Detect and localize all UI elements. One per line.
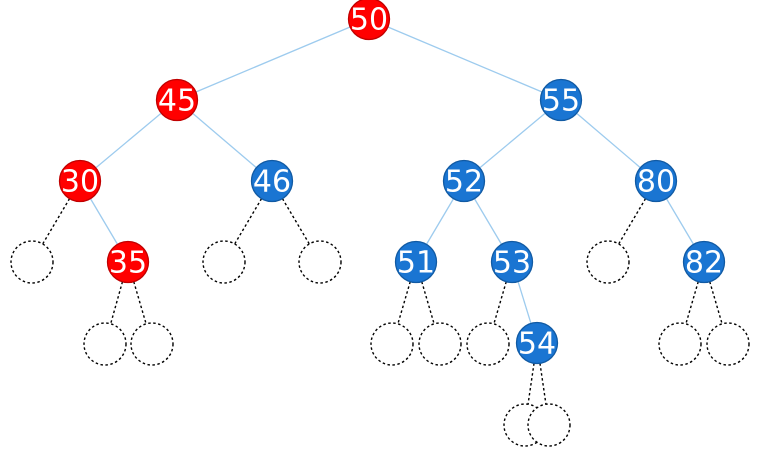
tree-node-55: 55 [539, 78, 583, 122]
node-circle-50 [347, 0, 391, 41]
null-leaf-46-left [202, 240, 246, 284]
node-circle-35 [106, 240, 150, 284]
tree-node-30: 30 [58, 159, 102, 203]
null-edge-54-right [539, 363, 547, 405]
edges-layer [89, 26, 695, 324]
node-circle-54 [515, 321, 559, 365]
node-circle-55 [539, 78, 583, 122]
edge-52-51 [425, 198, 455, 245]
null-edge-30-left [42, 198, 71, 245]
null-edge-51-left [397, 281, 411, 325]
null-edge-80-left [618, 198, 647, 245]
node-label-45: 45 [158, 84, 196, 119]
nodes-layer: 50 45 55 30 46 52 80 35 51 53 82 54 [58, 0, 726, 365]
null-edge-82-left [685, 281, 699, 325]
tree-node-50: 50 [347, 0, 391, 41]
null-leaf-54-right [527, 403, 571, 447]
null-edge-51-right [421, 281, 435, 325]
node-circle-80 [634, 159, 678, 203]
null-leaf-82-right [706, 322, 750, 366]
null-leaf-53-left [466, 322, 510, 366]
node-label-35: 35 [109, 246, 147, 281]
null-leaves-layer [10, 240, 750, 447]
null-edge-46-right [281, 198, 310, 245]
edge-53-54 [517, 281, 532, 324]
node-circle-30 [58, 159, 102, 203]
null-leaf-51-left [370, 322, 414, 366]
node-label-82: 82 [685, 246, 723, 281]
tree-node-51: 51 [394, 240, 438, 284]
node-circle-46 [250, 159, 294, 203]
null-leaf-46-right [298, 240, 342, 284]
null-leaf-82-left [658, 322, 702, 366]
null-edge-46-left [234, 198, 263, 245]
tree-node-54: 54 [515, 321, 559, 365]
tree-node-35: 35 [106, 240, 150, 284]
null-leaf-80-left [586, 240, 630, 284]
null-edge-53-left [493, 281, 507, 325]
edge-52-53 [473, 198, 503, 245]
node-label-80: 80 [637, 165, 675, 200]
tree-node-46: 46 [250, 159, 294, 203]
null-leaf-35-right [130, 322, 174, 366]
null-edge-82-right [709, 281, 723, 325]
node-circle-53 [490, 240, 534, 284]
tree-node-45: 45 [155, 78, 199, 122]
null-edge-54-left [527, 363, 535, 405]
edge-55-52 [479, 112, 546, 169]
null-leaf-30-left [10, 240, 54, 284]
node-label-50: 50 [350, 3, 388, 38]
node-label-51: 51 [397, 246, 435, 281]
tree-node-52: 52 [442, 159, 486, 203]
node-circle-45 [155, 78, 199, 122]
edge-80-82 [665, 198, 695, 245]
edge-30-35 [89, 198, 119, 245]
null-leaf-35-left [83, 322, 127, 366]
node-circle-51 [394, 240, 438, 284]
edge-50-55 [387, 26, 543, 93]
node-label-46: 46 [253, 165, 291, 200]
node-circle-82 [682, 240, 726, 284]
node-label-55: 55 [542, 84, 580, 119]
node-circle-52 [442, 159, 486, 203]
null-leaf-51-right [418, 322, 462, 366]
tree-node-53: 53 [490, 240, 534, 284]
node-label-54: 54 [518, 327, 556, 362]
node-label-52: 52 [445, 165, 483, 200]
edge-45-46 [192, 112, 257, 169]
tree-node-82: 82 [682, 240, 726, 284]
null-edges-layer [42, 198, 723, 405]
edge-50-45 [195, 26, 351, 93]
edge-55-80 [576, 112, 641, 169]
node-label-53: 53 [493, 246, 531, 281]
tree-node-80: 80 [634, 159, 678, 203]
null-edge-35-left [109, 281, 124, 324]
null-edge-35-right [133, 281, 147, 325]
node-label-30: 30 [61, 165, 99, 200]
edge-45-30 [95, 112, 162, 169]
